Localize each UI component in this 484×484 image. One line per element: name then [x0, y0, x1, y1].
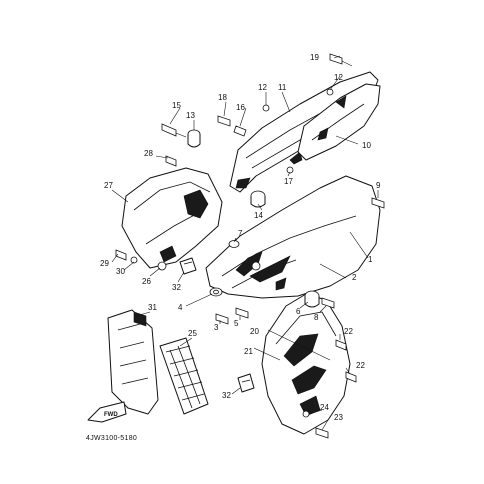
callout-29: 29 [100, 259, 109, 268]
diagram-code: 4JW3100-5180 [86, 435, 137, 442]
damper-14 [250, 190, 266, 208]
callout-21: 21 [244, 347, 253, 356]
callout-28: 28 [144, 149, 153, 158]
bolt-17 [286, 166, 294, 174]
air-box-cover [121, 167, 223, 269]
callout-22a: 22 [344, 327, 353, 336]
bolt-29 [115, 249, 127, 261]
bolt-22a [335, 339, 347, 351]
bolt-22b [345, 371, 357, 383]
callout-17: 17 [284, 177, 293, 186]
callout-27: 27 [104, 181, 113, 190]
bolt-8 [321, 297, 335, 309]
callout-19: 19 [310, 53, 319, 62]
washer-30 [130, 256, 138, 264]
callout-9: 9 [376, 181, 381, 190]
clip-32-upper [179, 257, 197, 275]
callout-24: 24 [320, 403, 329, 412]
callout-23: 23 [334, 413, 343, 422]
callout-26: 26 [142, 277, 151, 286]
bolt-19 [329, 53, 353, 67]
radiator-guard-31 [107, 309, 159, 415]
callout-31: 31 [148, 303, 157, 312]
bolt-3 [215, 313, 229, 325]
callout-15: 15 [172, 101, 181, 110]
callout-25: 25 [188, 329, 197, 338]
clip-32-lower [237, 373, 255, 393]
radiator-grille-25 [159, 337, 209, 415]
callout-1: 1 [368, 255, 373, 264]
callout-6: 6 [296, 307, 301, 316]
bolt-12b [326, 88, 334, 96]
bolt-9 [371, 197, 385, 209]
callout-8: 8 [314, 313, 319, 322]
callout-5: 5 [234, 319, 239, 328]
collar-6 [304, 290, 320, 308]
callout-7: 7 [238, 229, 243, 238]
callout-2: 2 [352, 273, 357, 282]
callout-30: 30 [116, 267, 125, 276]
callout-4: 4 [178, 303, 183, 312]
bolt-23 [315, 427, 329, 439]
callout-16: 16 [236, 103, 245, 112]
spacer-13 [187, 129, 201, 148]
callout-10: 10 [362, 141, 371, 150]
side-cover-panel-10 [297, 83, 381, 161]
washer-24 [302, 410, 310, 418]
callout-12a: 12 [258, 83, 267, 92]
fwd-label: FWD [104, 412, 118, 418]
callout-22b: 22 [356, 361, 365, 370]
callout-13: 13 [186, 111, 195, 120]
callout-12b: 12 [334, 73, 343, 82]
bolt-15 [161, 123, 187, 138]
callout-32b: 32 [222, 391, 231, 400]
main-side-cover [205, 175, 381, 299]
grommet-7 [228, 240, 240, 248]
bolt-28 [165, 155, 177, 167]
collar-4 [209, 287, 223, 297]
bolt-5 [235, 307, 249, 319]
bolt-12a [262, 104, 270, 112]
fwd-arrow-icon: FWD [87, 401, 127, 423]
callout-3: 3 [214, 323, 219, 332]
callout-18: 18 [218, 93, 227, 102]
callout-32a: 32 [172, 283, 181, 292]
callout-20: 20 [250, 327, 259, 336]
bolt-18 [217, 115, 231, 127]
callout-14: 14 [254, 211, 263, 220]
leader-lines [111, 55, 379, 431]
callout-11: 11 [278, 83, 287, 92]
bolt-16 [233, 125, 247, 137]
